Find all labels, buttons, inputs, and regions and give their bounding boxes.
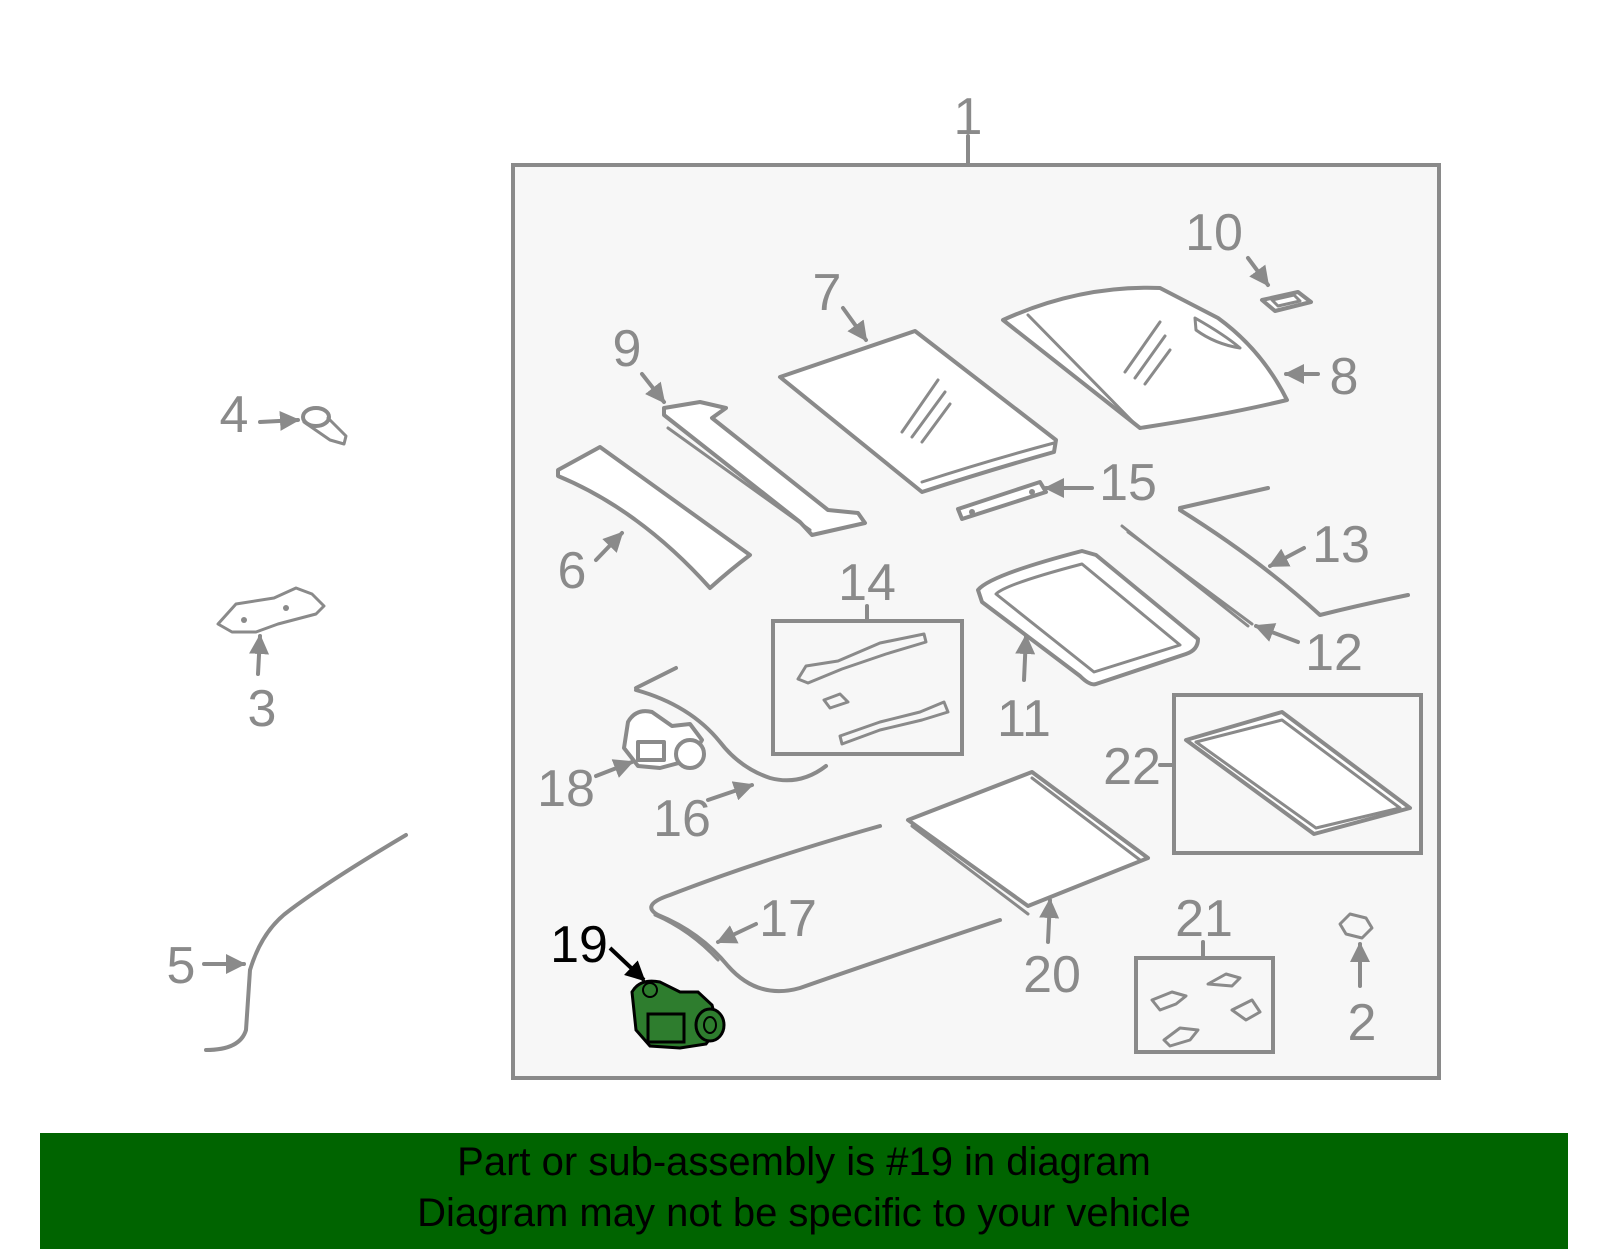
part-16-cable [634, 666, 828, 783]
part-13-weatherstrip [1178, 486, 1410, 617]
info-banner: Part or sub-assembly is #19 in diagram D… [40, 1133, 1568, 1249]
part-6-panel [556, 445, 752, 590]
label-5: 5 [167, 937, 196, 995]
part-10-grommet [1260, 290, 1313, 313]
label-13: 13 [1312, 516, 1370, 574]
label-8: 8 [1330, 348, 1359, 406]
part-19-motor-highlighted [630, 979, 726, 1050]
part-2-clip [1338, 912, 1374, 940]
part-20-sunshade [906, 770, 1150, 916]
banner-line-1: Part or sub-assembly is #19 in diagram [457, 1140, 1151, 1184]
label-21: 21 [1175, 890, 1233, 948]
label-1: 1 [954, 88, 983, 146]
part-22-contents [1184, 710, 1412, 836]
subassembly-box-21 [1134, 956, 1275, 1054]
label-19: 19 [550, 916, 608, 974]
part-5-drain-hose [204, 833, 408, 1052]
part-8-sunroof-glass [1001, 285, 1289, 430]
part-21-contents [1150, 972, 1262, 1048]
assembly-box [511, 163, 1441, 1080]
part-18-motor [622, 709, 706, 770]
label-17: 17 [759, 890, 817, 948]
label-16: 16 [653, 790, 711, 848]
label-3: 3 [248, 680, 277, 738]
part-4-fitting [301, 406, 348, 446]
label-14: 14 [838, 554, 896, 612]
label-7: 7 [813, 264, 842, 322]
label-9: 9 [613, 320, 642, 378]
part-3-bracket [216, 586, 326, 634]
label-10: 10 [1185, 204, 1243, 262]
label-2: 2 [1348, 994, 1377, 1052]
leader-lines [202, 256, 1370, 988]
label-22: 22 [1103, 738, 1161, 796]
part-14-contents [796, 632, 950, 746]
label-15: 15 [1099, 454, 1157, 512]
subassembly-box-14 [771, 619, 964, 756]
banner-line-2: Diagram may not be specific to your vehi… [417, 1191, 1191, 1235]
part-7-glass-panel [778, 329, 1058, 494]
label-18: 18 [537, 760, 595, 818]
label-6: 6 [558, 542, 587, 600]
part-12-drain-channel [1120, 524, 1254, 628]
part-17-drain-tube [649, 824, 1002, 994]
part-11-frame [976, 549, 1200, 687]
label-20: 20 [1023, 946, 1081, 1004]
part-9-deflector [662, 400, 867, 537]
label-4: 4 [220, 386, 249, 444]
label-11: 11 [997, 690, 1051, 748]
label-12: 12 [1305, 624, 1363, 682]
